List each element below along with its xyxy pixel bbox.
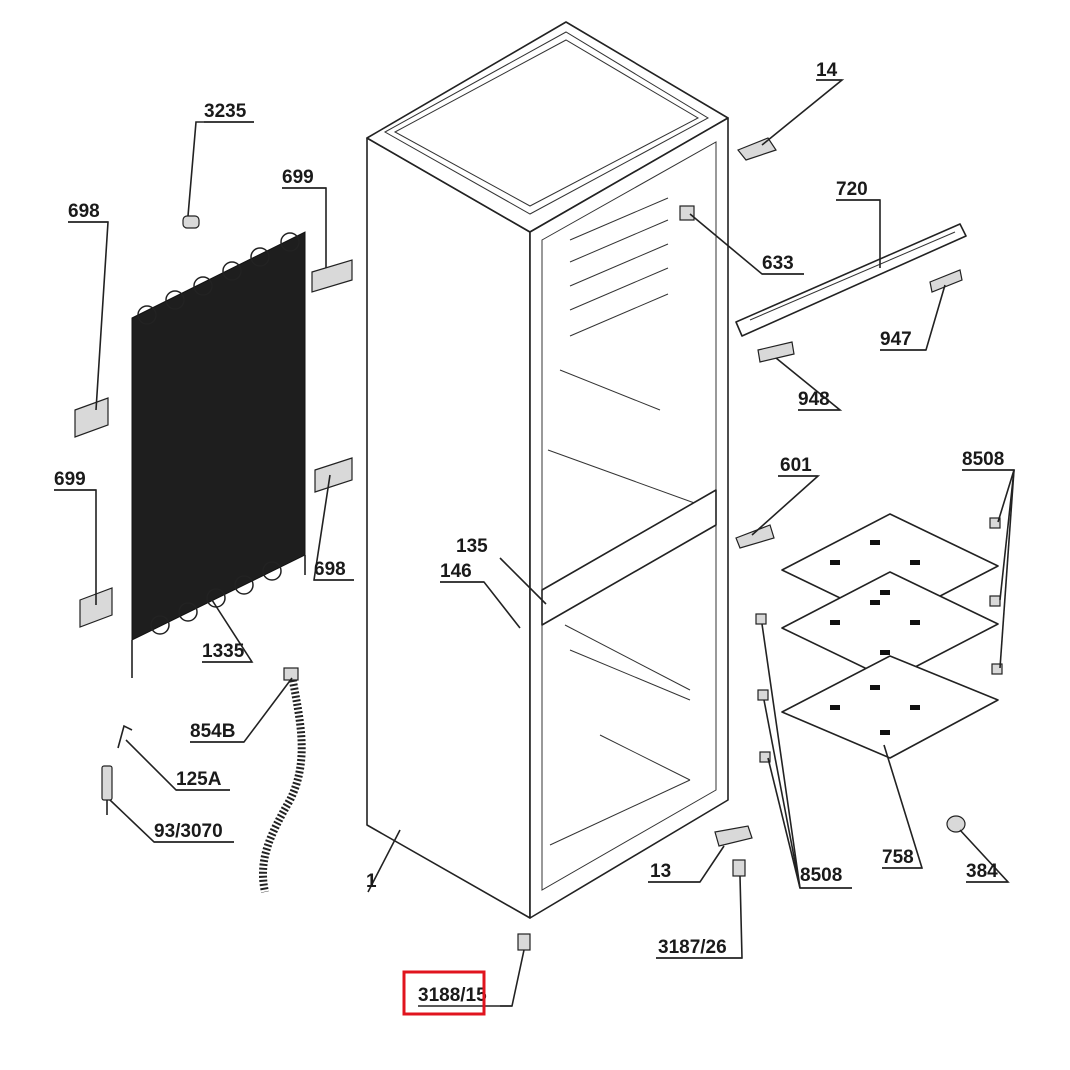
shelf-supports-8508 (755, 517, 1003, 763)
foot-3188-15 (517, 933, 531, 951)
part-633 (679, 205, 695, 221)
callout-125a: 125A (176, 769, 222, 790)
callout-3187-26: 3187/26 (658, 937, 727, 958)
part-93-3070 (101, 765, 113, 815)
callout-720: 720 (836, 179, 868, 200)
hinge-601 (735, 524, 775, 549)
drain-hose (259, 667, 306, 893)
callout-8508-bottom: 8508 (800, 865, 842, 886)
callout-698-bottom: 698 (314, 559, 346, 580)
condenser-bracket-mid-left (74, 397, 109, 438)
callout-948: 948 (798, 389, 830, 410)
condenser-bracket-mid-right (314, 457, 353, 493)
condenser-bracket-bottom-left (79, 587, 113, 628)
callout-854b: 854B (190, 721, 235, 742)
callout-14: 14 (816, 60, 838, 81)
callout-13: 13 (650, 861, 671, 882)
callout-3188-15: 3188/15 (418, 985, 487, 1006)
shelves-758 (781, 513, 999, 759)
foot-3187-26 (732, 859, 746, 877)
callout-8508-top: 8508 (962, 449, 1004, 470)
rail-720 (735, 223, 967, 337)
callout-93-3070: 93/3070 (154, 821, 223, 842)
callout-601: 601 (780, 455, 812, 476)
hinge-14 (737, 137, 777, 161)
clip-948 (757, 341, 795, 363)
clip-947 (929, 269, 963, 293)
callout-146: 146 (440, 561, 472, 582)
callout-699-bottom: 699 (54, 469, 86, 490)
callout-633: 633 (762, 253, 794, 274)
part-3235 (182, 215, 200, 229)
callout-135: 135 (456, 536, 488, 557)
refrigerator-cabinet (366, 21, 729, 919)
callout-3235: 3235 (204, 101, 247, 122)
highlight-box (402, 970, 486, 1016)
label-underlines (54, 79, 1014, 1007)
hinge-13 (714, 825, 753, 847)
callout-947: 947 (880, 329, 912, 350)
callout-698-top: 698 (68, 201, 100, 222)
part-384 (946, 815, 966, 833)
callout-699-top: 699 (282, 167, 314, 188)
condenser-bracket-top-right (311, 259, 353, 293)
callout-758: 758 (882, 847, 914, 868)
callout-384: 384 (966, 861, 998, 882)
condenser-coil (131, 231, 306, 678)
callout-1335: 1335 (202, 641, 245, 662)
part-125a (117, 724, 133, 749)
callout-1: 1 (366, 871, 377, 892)
